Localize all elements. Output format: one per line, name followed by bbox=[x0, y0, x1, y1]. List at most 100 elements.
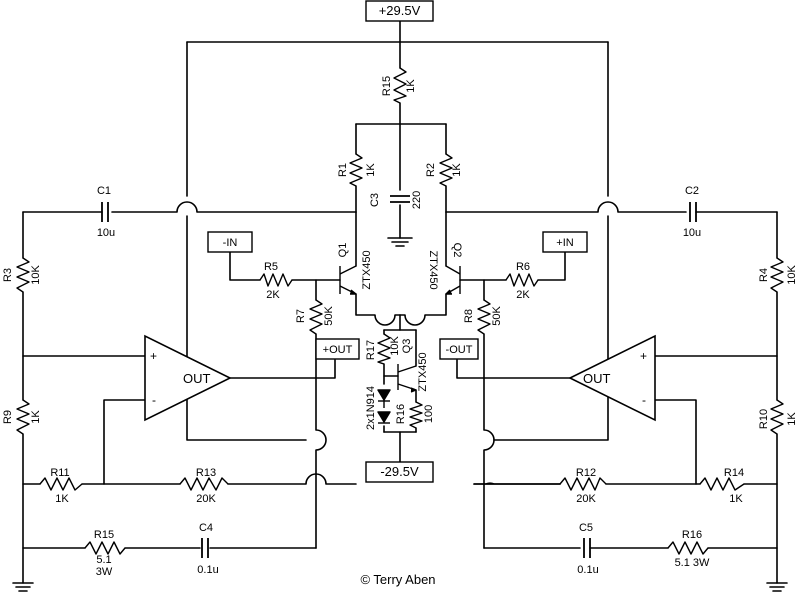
r10-value: 1K bbox=[786, 412, 798, 426]
positive-supply-label: +29.5V bbox=[379, 3, 421, 18]
r16-mid-value: 100 bbox=[423, 405, 435, 423]
r6-resistor bbox=[505, 273, 539, 287]
r3-ref: R3 bbox=[2, 268, 14, 282]
c5-capacitor bbox=[583, 538, 591, 558]
right-opamp: + - OUT bbox=[568, 334, 656, 422]
wires bbox=[12, 20, 788, 592]
c1-ref: C1 bbox=[97, 185, 111, 197]
c3-ref: C3 bbox=[369, 193, 381, 207]
r9-resistor bbox=[16, 399, 30, 435]
r12-ref: R12 bbox=[576, 467, 596, 479]
r15-top-ref: R15 bbox=[381, 76, 393, 96]
left-opamp: + - OUT bbox=[144, 334, 232, 422]
r16-mid-ref: R16 bbox=[395, 404, 407, 424]
positive-supply-box: +29.5V bbox=[365, 0, 434, 22]
left-opamp-plus: + bbox=[150, 349, 157, 363]
r17-value: 10K bbox=[389, 336, 401, 356]
c3-capacitor bbox=[390, 195, 410, 203]
r5-value: 2K bbox=[266, 289, 280, 301]
c2-value: 10u bbox=[683, 227, 701, 239]
q2-transistor bbox=[445, 265, 461, 295]
r17-ref: R17 bbox=[365, 340, 377, 360]
r17-resistor bbox=[377, 333, 391, 365]
r6-ref: R6 bbox=[516, 261, 530, 273]
r12-resistor bbox=[559, 477, 607, 491]
q1-transistor bbox=[339, 265, 357, 295]
in-neg-label: -IN bbox=[223, 237, 238, 249]
r15-bottom-resistor bbox=[84, 541, 126, 555]
diode-label: 2x1N914 bbox=[365, 386, 377, 430]
r2-value: 1K bbox=[451, 163, 463, 177]
diode-pair bbox=[377, 389, 391, 424]
left-opamp-minus: - bbox=[152, 393, 156, 407]
out-neg-label: -OUT bbox=[446, 344, 473, 356]
c4-value: 0.1u bbox=[197, 564, 218, 576]
q2-part: ZTX450 bbox=[427, 250, 439, 289]
c1-value: 10u bbox=[97, 227, 115, 239]
c2-ref: C2 bbox=[685, 185, 699, 197]
r13-resistor bbox=[179, 477, 229, 491]
resistor-zigzags bbox=[16, 67, 784, 555]
r6-value: 2K bbox=[516, 289, 530, 301]
r16-bottom-value: 5.1 3W bbox=[675, 557, 710, 569]
in-pos-label: +IN bbox=[556, 237, 573, 249]
r10-resistor bbox=[770, 399, 784, 435]
r7-resistor bbox=[309, 299, 323, 335]
c5-value: 0.1u bbox=[577, 564, 598, 576]
left-opamp-out: OUT bbox=[183, 371, 211, 386]
r9-ref: R9 bbox=[2, 410, 14, 424]
r13-ref: R13 bbox=[196, 467, 216, 479]
right-opamp-minus: - bbox=[642, 393, 646, 407]
c2-capacitor bbox=[689, 202, 697, 222]
r8-value: 50K bbox=[491, 306, 503, 326]
r1-ref: R1 bbox=[337, 163, 349, 177]
c5-ref: C5 bbox=[579, 522, 593, 534]
r15-top-resistor bbox=[393, 67, 407, 104]
q3-transistor bbox=[397, 364, 417, 393]
right-opamp-out: OUT bbox=[583, 371, 611, 386]
r3-resistor bbox=[16, 257, 30, 293]
r11-resistor bbox=[39, 477, 83, 491]
c4-capacitor bbox=[201, 538, 209, 558]
q1-ref: Q1 bbox=[337, 243, 349, 258]
r15-bottom-value: 5.1 bbox=[96, 554, 111, 566]
q1-part: ZTX450 bbox=[361, 250, 373, 289]
in-pos-port: +IN bbox=[542, 231, 588, 253]
negative-supply-label: -29.5V bbox=[380, 464, 419, 479]
negative-supply-box: -29.5V bbox=[365, 461, 434, 483]
diode-upper bbox=[377, 389, 391, 401]
component-labels: R15 1K R1 1K R2 1K C3 220 C1 10u C2 10u … bbox=[2, 76, 798, 587]
r12-value: 20K bbox=[576, 493, 596, 505]
copyright: © Terry Aben bbox=[360, 572, 435, 587]
r15-bottom-power: 3W bbox=[96, 566, 113, 578]
r10-ref: R10 bbox=[758, 409, 770, 429]
q3-ref: Q3 bbox=[401, 339, 413, 354]
capacitor-plates bbox=[101, 195, 697, 558]
out-pos-port: +OUT bbox=[315, 338, 360, 360]
r8-ref: R8 bbox=[463, 309, 475, 323]
diode-lower bbox=[377, 411, 391, 423]
c4-ref: C4 bbox=[199, 522, 213, 534]
r15-bottom-ref: R15 bbox=[94, 529, 114, 541]
c3-value: 220 bbox=[411, 191, 423, 209]
r9-value: 1K bbox=[30, 410, 42, 424]
r16-mid-resistor bbox=[409, 401, 423, 429]
in-neg-port: -IN bbox=[207, 231, 253, 253]
out-pos-label: +OUT bbox=[323, 344, 353, 356]
r14-resistor bbox=[699, 477, 745, 491]
r11-ref: R11 bbox=[50, 467, 69, 479]
r11-value: 1K bbox=[55, 493, 69, 505]
r5-resistor bbox=[259, 273, 293, 287]
r8-resistor bbox=[477, 299, 491, 335]
r4-resistor bbox=[770, 257, 784, 293]
r15-top-value: 1K bbox=[405, 79, 417, 93]
r3-value: 10K bbox=[30, 265, 42, 285]
r7-value: 50K bbox=[323, 306, 335, 326]
r7-ref: R7 bbox=[295, 309, 307, 323]
r2-resistor bbox=[439, 153, 453, 187]
r14-value: 1K bbox=[729, 493, 743, 505]
out-neg-port: -OUT bbox=[439, 338, 479, 360]
r5-ref: R5 bbox=[264, 261, 278, 273]
